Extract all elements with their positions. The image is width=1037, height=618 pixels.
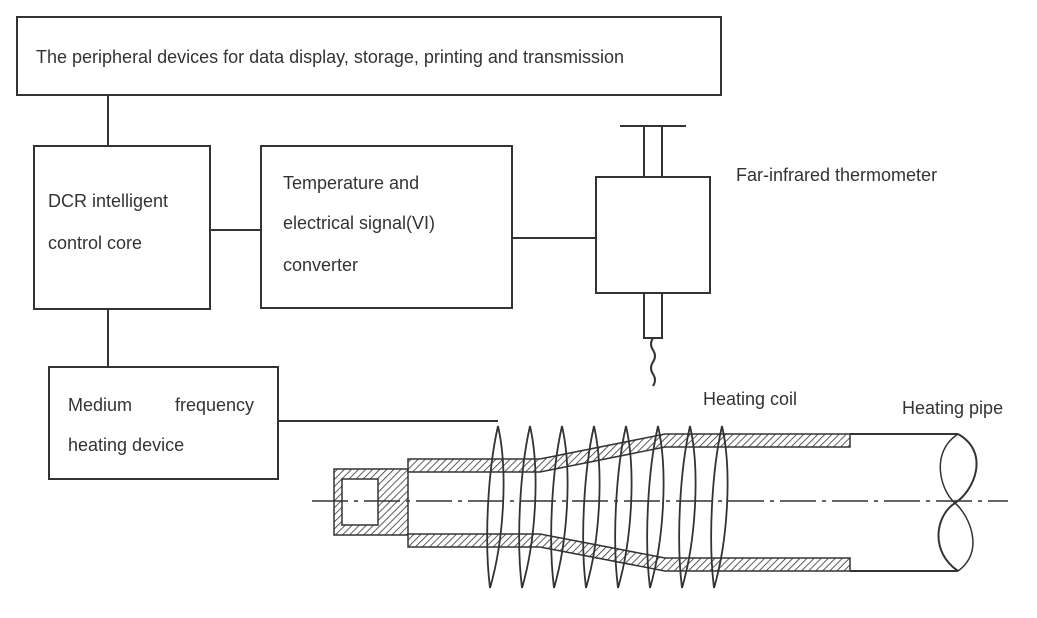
converter-label-line3: converter [283,255,359,275]
heating-coil-label: Heating coil [703,389,798,409]
thermometer-probe [643,292,663,339]
thermometer-upper-stem [643,125,663,178]
heating-pipe-label: Heating pipe [902,398,1004,418]
peripheral-devices-box: The peripheral devices for data display,… [16,16,722,96]
signal-converter-box: Temperature and electrical signal(VI) co… [260,145,513,309]
heating-device-label-line2: heating device [68,435,185,455]
heating-assembly [312,425,1008,589]
thermometer-label: Far-infrared thermometer [736,165,938,185]
heating-device-label-word2: frequency [175,395,255,415]
dcr-label-line2: control core [48,233,143,253]
pipe-break-line-back [939,433,974,572]
thermometer-lead-wire [650,337,656,387]
heating-device-label-word1: Medium [68,395,133,415]
heating-coil-turns [486,425,729,589]
dcr-control-core-box: DCR intelligent control core [33,145,211,310]
pipe-upper-wall [407,433,851,473]
heating-device-box: Medium frequency heating device [48,366,279,480]
peripheral-devices-label: The peripheral devices for data display,… [36,47,624,67]
converter-label-line2: electrical signal(VI) [283,213,436,233]
pipe-lower-wall [407,533,851,572]
pipe-break-line [937,433,978,572]
dcr-label-line1: DCR intelligent [48,191,169,211]
thermometer-body [595,176,711,294]
converter-label-line1: Temperature and [283,173,420,193]
thermometer-drawing [595,125,711,387]
pipe-end-bore [341,478,379,526]
connector-lines [107,96,596,422]
